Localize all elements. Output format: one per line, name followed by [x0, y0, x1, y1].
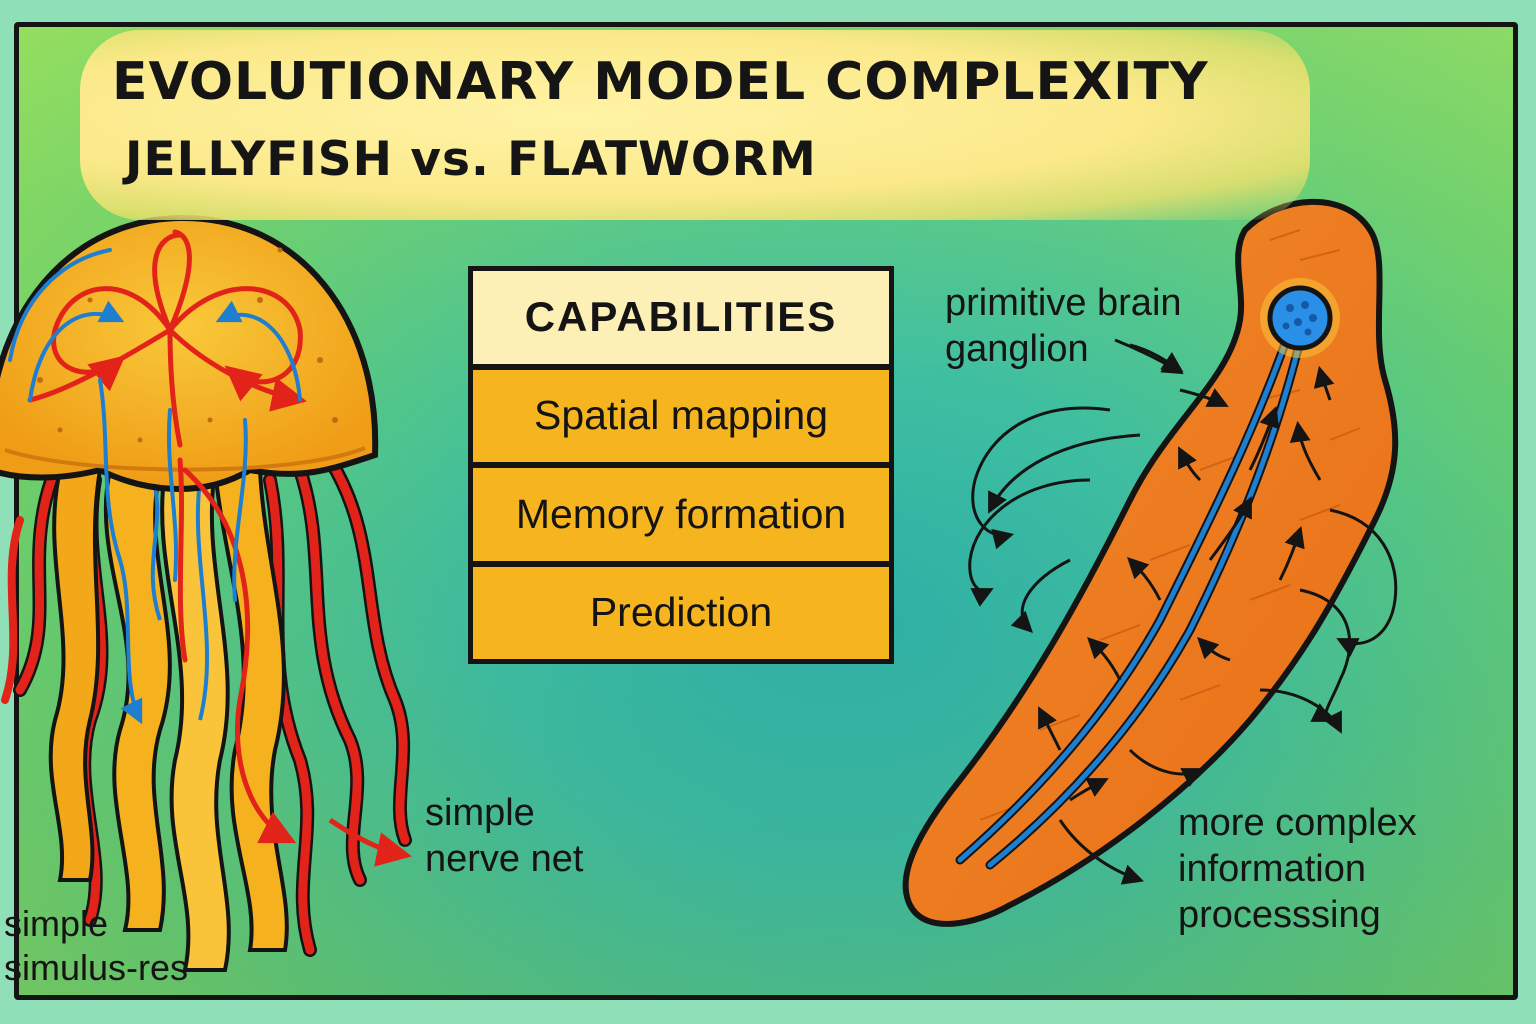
capability-spatial-mapping: Spatial mapping [473, 369, 889, 462]
brain-label-pointer [1114, 338, 1184, 375]
complex-processing-label: more complex information processsing [1178, 800, 1417, 938]
brain-label-line-2: ganglion [945, 328, 1089, 370]
capabilities-box: CAPABILITIES Spatial mapping Memory form… [468, 266, 894, 664]
jellyfish-bell [0, 214, 379, 492]
jellyfish [0, 214, 412, 972]
capability-prediction: Prediction [473, 566, 889, 659]
complex-label-line-2: information [1178, 848, 1366, 890]
complex-label-line-1: more complex [1178, 802, 1417, 844]
stimulus-label-line-2: simulus-res [4, 947, 189, 988]
stimulus-label-line-1: simple [4, 903, 109, 944]
title-line-1: EVOLUTIONARY MODEL COMPLEXITY [112, 52, 1209, 112]
capability-memory-formation: Memory formation [473, 468, 889, 561]
title-line-2: JELLYFISH vs. FLATWORM [125, 132, 817, 187]
title-banner [80, 30, 1310, 220]
nerve-net-label: simple nerve net [425, 790, 583, 882]
nerve-net-label-line-2: nerve net [425, 838, 584, 880]
jellyfish-blue-nerves [8, 248, 302, 725]
brain-ganglion [1260, 278, 1340, 358]
brain-label: primitive brain ganglion [945, 280, 1182, 372]
nerve-net-pointer [328, 817, 412, 867]
capabilities-heading: CAPABILITIES [473, 271, 889, 364]
complex-label-line-3: processsing [1178, 894, 1381, 936]
jellyfish-nerve-net [27, 229, 307, 844]
stimulus-label: simple simulus-res [4, 902, 188, 990]
brain-label-line-1: primitive brain [945, 282, 1182, 324]
flatworm-internal-arrows [1038, 365, 1335, 802]
nerve-net-label-line-1: simple [425, 792, 535, 834]
jellyfish-spots [37, 247, 338, 443]
